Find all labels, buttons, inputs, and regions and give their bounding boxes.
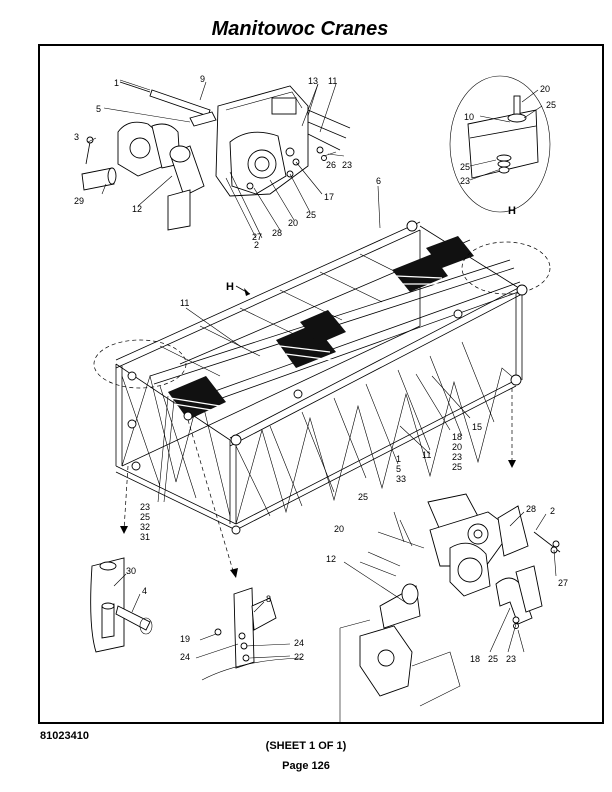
callout-11: 11 <box>328 76 337 86</box>
callout-25d: 25 <box>358 492 368 502</box>
callout-23c: 23 <box>140 502 150 512</box>
boom-section <box>93 185 551 578</box>
rotating-bed-detail <box>339 493 561 722</box>
callout-13: 13 <box>308 76 318 86</box>
callout-27b: 27 <box>558 578 568 588</box>
boom-foot-detail <box>81 79 351 239</box>
callout-26: 26 <box>326 160 336 170</box>
callout-11c: 11 <box>422 450 431 460</box>
callout-24a: 24 <box>180 652 190 662</box>
pin-detail <box>90 557 153 653</box>
callout-20: 20 <box>288 218 298 228</box>
callout-4: 4 <box>142 586 147 596</box>
callout-23b: 23 <box>452 452 462 462</box>
callout-28: 28 <box>272 228 282 238</box>
view-h-marker: H <box>226 281 234 293</box>
detail-h <box>449 75 551 213</box>
callout-24b: 24 <box>294 638 304 648</box>
diagram-frame: 1 9 5 13 11 3 26 23 29 12 17 25 20 28 27… <box>38 44 604 724</box>
detail-h-callout-25b: 25 <box>460 162 470 172</box>
callout-1: 1 <box>114 78 119 88</box>
callout-5b: 5 <box>396 464 401 474</box>
callout-17: 17 <box>324 192 334 202</box>
callout-25: 25 <box>306 210 316 220</box>
document-number: 81023410 <box>40 730 89 742</box>
callout-20c: 20 <box>334 524 344 534</box>
callout-30: 30 <box>126 566 136 576</box>
callout-25b: 25 <box>452 462 462 472</box>
page-title: Manitowoc Cranes <box>211 18 389 40</box>
callout-15: 15 <box>472 422 482 432</box>
callout-1b: 1 <box>396 454 401 464</box>
detail-h-callout-23: 23 <box>460 176 470 186</box>
callout-32: 32 <box>140 522 150 532</box>
callout-20b: 20 <box>452 442 462 452</box>
callout-18: 18 <box>452 432 462 442</box>
page-number: Page 126 <box>282 760 330 772</box>
callout-25c: 25 <box>140 512 150 522</box>
detail-h-callout-10: 10 <box>464 112 474 122</box>
callout-23: 23 <box>342 160 352 170</box>
callout-9: 9 <box>200 74 205 84</box>
callout-27: 27 <box>252 232 262 242</box>
callout-11b: 11 <box>180 298 189 308</box>
callout-12b: 12 <box>326 554 336 564</box>
parts-diagram: 1 9 5 13 11 3 26 23 29 12 17 25 20 28 27… <box>74 74 568 722</box>
callout-5: 5 <box>96 104 101 114</box>
detail-h-callout-20: 20 <box>540 84 550 94</box>
sheet-label: (SHEET 1 OF 1) <box>265 740 347 752</box>
detail-h-callout-25: 25 <box>546 100 556 110</box>
callout-19: 19 <box>180 634 190 644</box>
callout-18b: 18 <box>470 654 480 664</box>
detail-h-label: H <box>508 205 516 217</box>
callout-22: 22 <box>294 652 304 662</box>
callout-8: 8 <box>266 594 271 604</box>
callout-6: 6 <box>376 176 381 186</box>
callout-23d: 23 <box>506 654 516 664</box>
callout-25e: 25 <box>488 654 498 664</box>
callout-2b: 2 <box>550 506 555 516</box>
callout-12: 12 <box>132 204 142 214</box>
callout-29: 29 <box>74 196 84 206</box>
callout-3: 3 <box>74 132 79 142</box>
bracket-detail <box>195 587 303 681</box>
callout-31: 31 <box>140 532 150 542</box>
callout-2: 2 <box>254 240 259 250</box>
callout-28b: 28 <box>526 504 536 514</box>
callout-33: 33 <box>396 474 406 484</box>
